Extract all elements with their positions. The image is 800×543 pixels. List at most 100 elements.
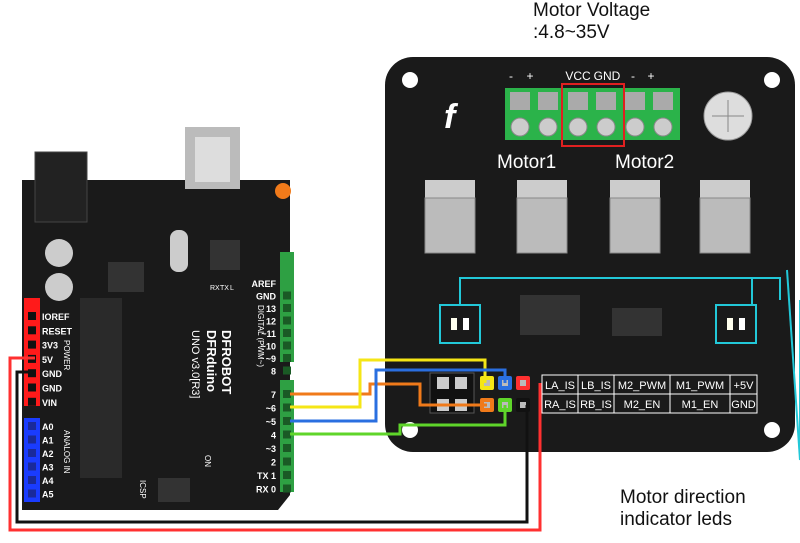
- dfrobot-logo: f: [444, 98, 459, 136]
- digital-pin-label: RX 0: [256, 485, 276, 495]
- wire-pin6-yellow: [290, 358, 487, 409]
- screw-icon: [596, 117, 616, 137]
- mosfet: [609, 197, 661, 254]
- digital-pin-label: 12: [266, 317, 276, 327]
- digital-pin-label: ~9: [266, 354, 276, 364]
- terminal-label: -: [631, 69, 635, 83]
- icsp-header: [158, 478, 190, 502]
- led-label: RX: [210, 285, 220, 292]
- analog-header: [24, 418, 40, 502]
- screw-icon: [653, 117, 673, 137]
- wire-pin4-green: [290, 405, 507, 436]
- analog-label: ANALOG IN: [62, 430, 71, 474]
- mosfet-tab: [700, 180, 750, 198]
- digital-pin-label: ~10: [261, 342, 276, 352]
- led-box-left: [439, 304, 481, 344]
- pin-table-cell: M1_EN: [682, 399, 719, 411]
- terminal-label: -: [509, 69, 513, 83]
- pin-table-cell: LA_IS: [545, 380, 575, 392]
- power-pin-label: VIN: [42, 398, 57, 408]
- led-label: L: [230, 285, 234, 292]
- terminal-slot: [538, 92, 558, 110]
- model-label: DFRduino: [204, 330, 219, 392]
- digital-pin-label: TX 1: [257, 471, 276, 481]
- mosfet: [699, 197, 751, 254]
- screw-icon: [625, 117, 645, 137]
- terminal-label: VCC: [565, 69, 591, 83]
- motor1-label: Motor1: [497, 152, 556, 173]
- screw-icon: [510, 117, 530, 137]
- digital-pin-label: ~6: [266, 404, 276, 414]
- led-label: TX: [220, 285, 229, 292]
- pin-label-table: LA_IS LB_IS M2_PWM M1_PWM +5V RA_IS RB_IS M2_EN…: [541, 374, 758, 414]
- screw-icon: [538, 117, 558, 137]
- logic-chip: [612, 308, 662, 336]
- terminal-label: +: [647, 69, 654, 83]
- pin-table-cell: M2_PWM: [618, 380, 666, 392]
- power-label: POWER: [62, 340, 71, 370]
- pin-table-cell: RA_IS: [544, 399, 576, 411]
- mosfet-tab: [517, 180, 567, 198]
- wire-pin5-blue: [290, 368, 507, 423]
- digital-pin-label: 2: [271, 458, 276, 468]
- power-pin-label: GND: [42, 369, 63, 379]
- wire-gnd-black: [15, 370, 529, 524]
- on-label: ON: [203, 455, 212, 467]
- screw-terminal-block: [505, 88, 680, 140]
- analog-pin-label: A1: [42, 436, 54, 446]
- terminal-slot: [653, 92, 673, 110]
- analog-pin-label: A4: [42, 476, 54, 486]
- power-pin-label: GND: [42, 384, 63, 394]
- digital-pin-label: 4: [271, 431, 276, 441]
- mosfet: [516, 197, 568, 254]
- pin-table-cell: GND: [731, 399, 756, 411]
- digital-pin-label: ~11: [261, 329, 276, 339]
- wires: [8, 356, 542, 532]
- digital-pin-label: 7: [271, 390, 276, 400]
- led-box-right: [715, 304, 757, 344]
- analog-pin-label: A2: [42, 449, 54, 459]
- analog-pin-label: A3: [42, 463, 54, 473]
- analog-pin-label: A5: [42, 490, 54, 500]
- power-pin-label: 5V: [42, 355, 53, 365]
- version-label: UNO v3.0[R3]: [189, 330, 201, 398]
- pin-table-cell: M2_EN: [624, 399, 661, 411]
- digital-label: DIGITAL (PWM~): [256, 305, 265, 367]
- driver-chip: [520, 295, 580, 335]
- power-pin-label: 3V3: [42, 341, 58, 351]
- digital-pin-label: AREF: [252, 279, 277, 289]
- mosfet: [424, 197, 476, 254]
- terminal-slot: [596, 92, 616, 110]
- terminal-label: GND: [594, 69, 621, 83]
- atmega-chip: [80, 298, 122, 478]
- motor-voltage-label: Motor Voltage :4.8~35V: [533, 0, 651, 43]
- terminal-slot: [568, 92, 588, 110]
- terminal-slot: [625, 92, 645, 110]
- terminal-label: +: [526, 69, 533, 83]
- screw-icon: [568, 117, 588, 137]
- pin-table-cell: +5V: [734, 380, 755, 392]
- icsp-label: ICSP: [138, 480, 147, 499]
- power-pin-label: RESET: [42, 326, 73, 336]
- digital-pin-label: 13: [266, 304, 276, 314]
- digital-pin-label: 8: [271, 367, 276, 377]
- arduino-board: DFROBOT DFRduino UNO v3.0[R3] POWER ANAL…: [22, 127, 294, 510]
- led-note-label: Motor direction indicator leds: [620, 487, 746, 530]
- mosfet-tab: [425, 180, 475, 198]
- analog-pin-label: A0: [42, 422, 54, 432]
- motor2-label: Motor2: [615, 152, 674, 173]
- power-header: [24, 298, 40, 406]
- pin-table-cell: M1_PWM: [676, 380, 724, 392]
- power-jack: [34, 151, 88, 223]
- vcc-gnd-highlight: [561, 83, 625, 147]
- wire-pin7-orange: [290, 382, 487, 407]
- pin-table-cell: LB_IS: [581, 380, 611, 392]
- brand-label: DFROBOT: [219, 330, 234, 394]
- wire-5v-red: [8, 356, 542, 532]
- digital-pin-label: ~5: [266, 417, 276, 427]
- terminal-slot: [510, 92, 530, 110]
- pin-table-cell: RB_IS: [580, 399, 612, 411]
- reset-button: [275, 183, 291, 199]
